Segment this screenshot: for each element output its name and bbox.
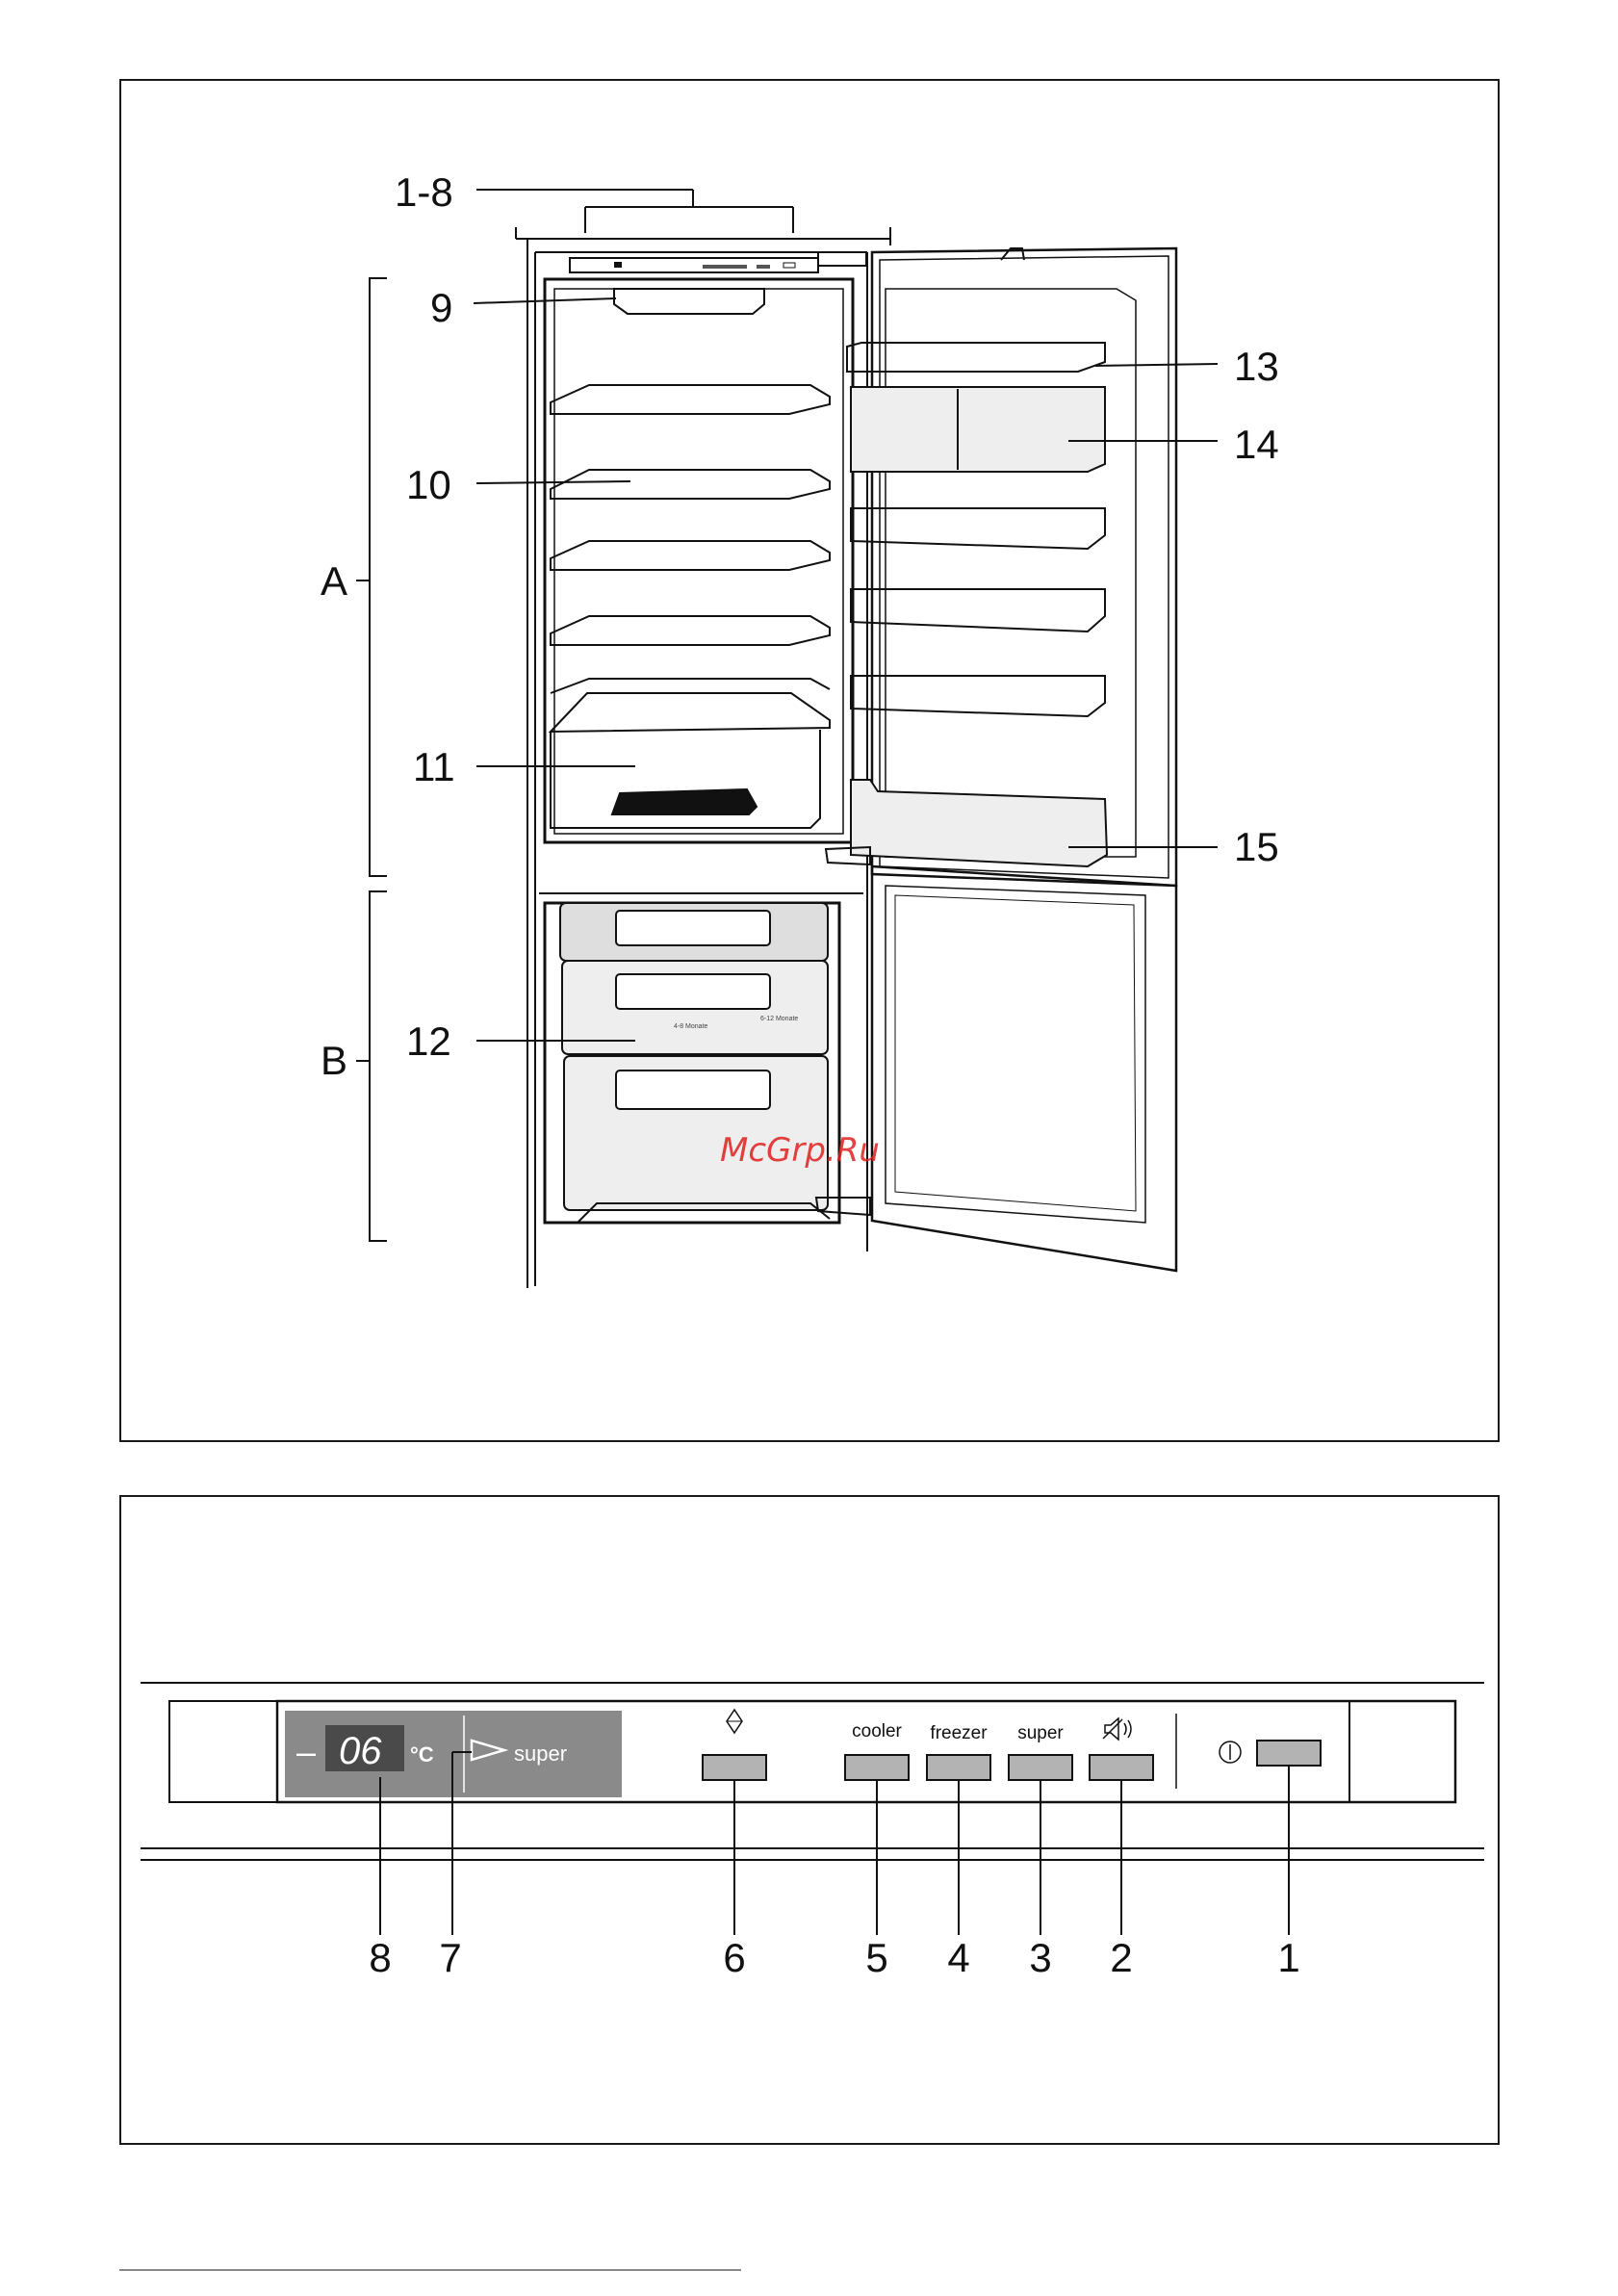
zone-label-a: A	[321, 558, 347, 604]
fridge-compartment	[545, 279, 853, 842]
door-bottle-shelf-15	[851, 780, 1107, 866]
shelf-1	[551, 385, 830, 414]
fridge-door	[872, 248, 1176, 886]
crisper-lid	[551, 693, 830, 732]
door-shelf-3	[851, 676, 1105, 716]
shelf-3	[551, 541, 830, 570]
callout-15: 15	[1234, 824, 1279, 869]
callout-12: 12	[406, 1019, 451, 1064]
control-strip	[570, 258, 818, 272]
crisper-handle	[612, 789, 757, 814]
callout-9: 9	[430, 285, 452, 330]
freezer-door	[872, 866, 1176, 1271]
callout-14: 14	[1234, 422, 1279, 467]
drawer-text-right: 6-12 Monate	[760, 1016, 798, 1022]
callout-1-8: 1-8	[395, 169, 453, 215]
callout-10: 10	[406, 462, 451, 507]
shelf-4	[551, 616, 830, 645]
shelf-2	[551, 470, 830, 499]
light-cover	[614, 289, 764, 314]
drawer-text-left: 4-8 Monate	[674, 1023, 708, 1030]
callout-11: 11	[413, 744, 455, 789]
door-shelf-1	[851, 508, 1105, 549]
door-shelf-2	[851, 589, 1105, 632]
zone-label-b: B	[321, 1038, 347, 1083]
watermark: McGrp.Ru	[720, 1131, 880, 1170]
control-panel-figure-frame	[119, 1495, 1500, 2145]
callout-13: 13	[1234, 344, 1279, 389]
door-compartment-14	[851, 387, 1105, 472]
